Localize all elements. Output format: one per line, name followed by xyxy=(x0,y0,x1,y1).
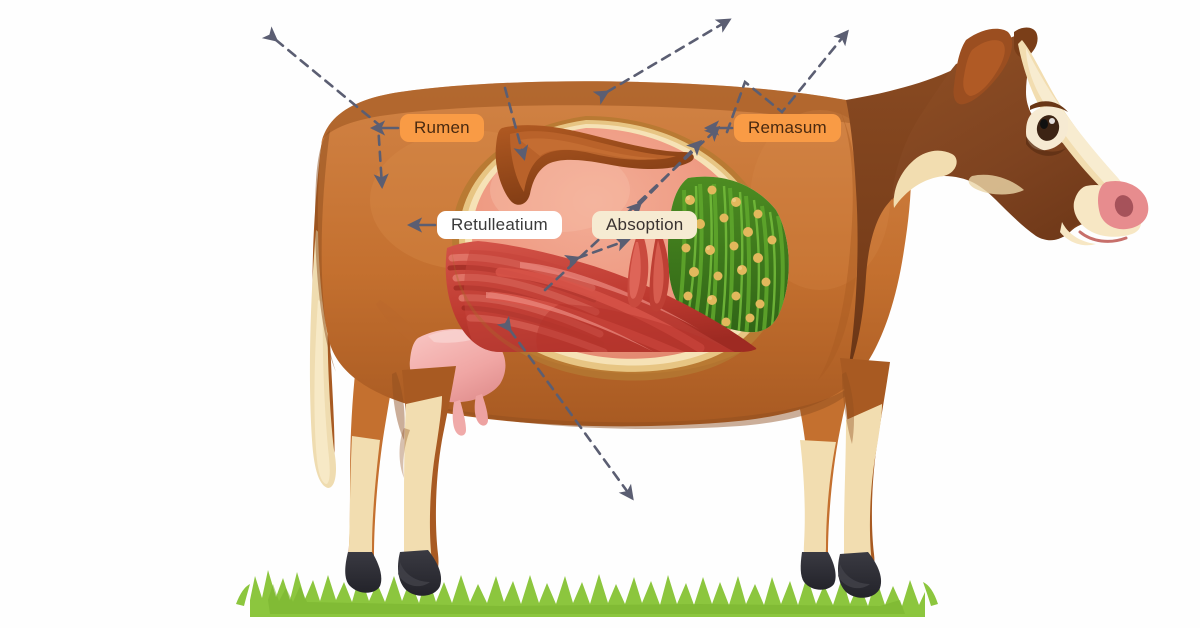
cow-front-leg-near xyxy=(398,366,456,596)
arrow-absorption-lower xyxy=(564,236,631,270)
cow-eye xyxy=(1026,101,1069,156)
cow-hind-leg-near xyxy=(838,358,890,598)
esophagus-tubes xyxy=(627,236,670,312)
arrow-bottom-double xyxy=(496,315,634,501)
arrow-zigzag-right xyxy=(725,29,849,134)
cow-hind-leg-far xyxy=(788,360,852,590)
grass-ground xyxy=(236,570,938,617)
cow-front-leg-far xyxy=(345,362,396,593)
label-rumen[interactable]: Rumen xyxy=(400,114,484,142)
arrow-into-omasum xyxy=(503,86,529,161)
label-absoption[interactable]: Absoption xyxy=(592,211,698,239)
label-retulleatium[interactable]: Retulleatium xyxy=(437,211,562,239)
cow-neck-head xyxy=(846,27,1149,372)
omasum-organ xyxy=(495,125,694,205)
label-pointer-arrows xyxy=(369,120,734,233)
label-remasum[interactable]: Remasum xyxy=(734,114,841,142)
arrow-top-mid-double xyxy=(592,18,732,105)
arrow-absorption-upper xyxy=(626,139,703,218)
cow-leg-patches xyxy=(392,372,854,478)
